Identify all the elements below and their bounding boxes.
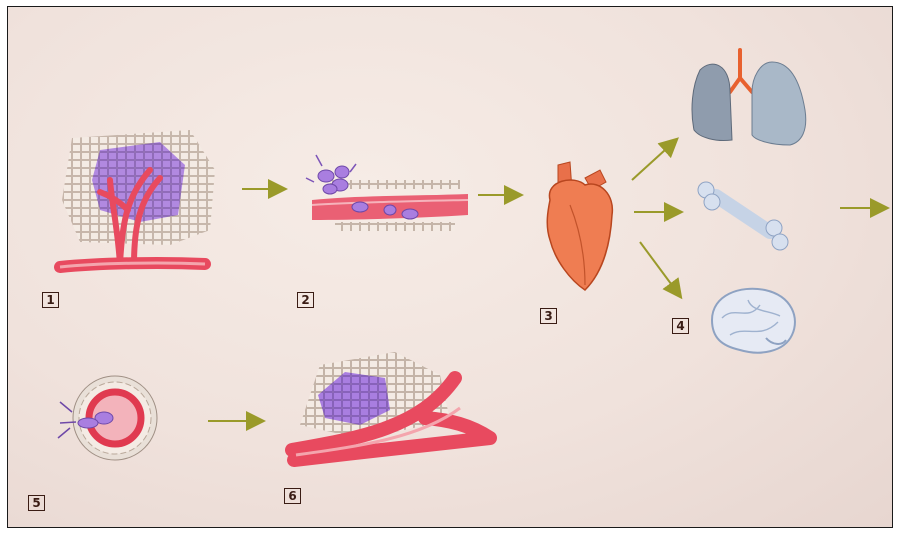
step-label-3: 3 [540, 308, 557, 324]
tumor-with-vessels-icon [60, 130, 215, 267]
brain-icon [712, 289, 795, 353]
step-label-5: 5 [28, 495, 45, 511]
step-label-2: 2 [297, 292, 314, 308]
step-label-6: 6 [284, 488, 301, 504]
arrow-3-brain [640, 242, 680, 296]
step-label-4: 4 [672, 318, 689, 334]
extravasation-icon [58, 376, 157, 460]
intravasation-icon [306, 155, 468, 231]
micrometastasis-icon [292, 352, 490, 460]
step-label-1: 1 [42, 292, 59, 308]
heart-icon [547, 162, 612, 290]
lungs-icon [692, 50, 806, 145]
bone-icon [698, 182, 788, 250]
arrow-3-lungs [632, 140, 676, 180]
